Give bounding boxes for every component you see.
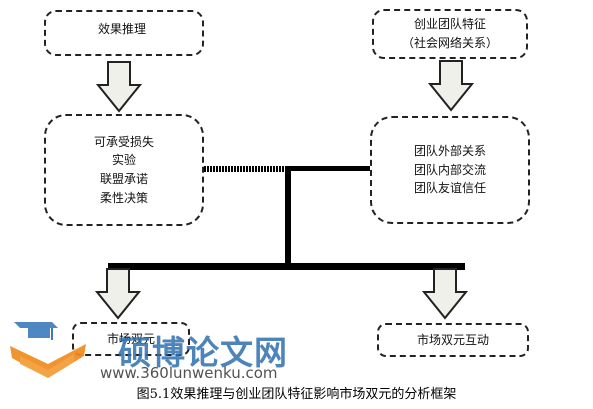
market-ambidexterity-box: 市场双元 — [72, 322, 190, 356]
graduation-cap-logo-icon — [10, 322, 86, 378]
box-line: 团队外部关系 — [413, 144, 486, 159]
watermark-url: www.360lunwenku.com — [100, 364, 278, 382]
effectual-principles-box: 可承受损失 实验 联盟承诺 柔性决策 — [44, 114, 204, 226]
figure-caption: 图5.1效果推理与创业团队特征影响市场双元的分析框架 — [136, 387, 457, 402]
box-line: 团队友谊信任 — [413, 181, 486, 196]
market-interaction-box: 市场双元互动 — [377, 323, 529, 357]
box-line: 实验 — [111, 153, 136, 168]
box-line: 柔性决策 — [99, 190, 148, 205]
box-line: 市场双元 — [106, 331, 155, 346]
down-arrow-icon — [428, 60, 474, 112]
box-line: （社会网络关系） — [401, 36, 498, 50]
box-line: 效果推理 — [98, 22, 147, 36]
box-line: 可承受损失 — [93, 134, 154, 149]
connector-bottom — [108, 263, 465, 270]
down-arrow-icon — [95, 268, 141, 320]
watermark-site-name: 硕博论文网 — [118, 333, 288, 372]
connector-vertical — [285, 166, 291, 266]
team-relations-box: 团队外部关系 团队内部交流 团队友谊信任 — [370, 116, 530, 224]
box-line: 市场双元互动 — [416, 332, 489, 347]
connector-left — [204, 166, 288, 172]
box-line: 团队内部交流 — [413, 162, 486, 177]
down-arrow-icon — [96, 61, 142, 113]
box-line: 联盟承诺 — [99, 172, 148, 186]
box-line: 创业团队特征 — [413, 17, 486, 32]
down-arrow-icon — [422, 268, 468, 320]
connector-right — [288, 166, 370, 171]
effectual-reasoning-box: 效果推理 — [44, 10, 204, 56]
team-traits-box: 创业团队特征 （社会网络关系） — [372, 9, 528, 59]
